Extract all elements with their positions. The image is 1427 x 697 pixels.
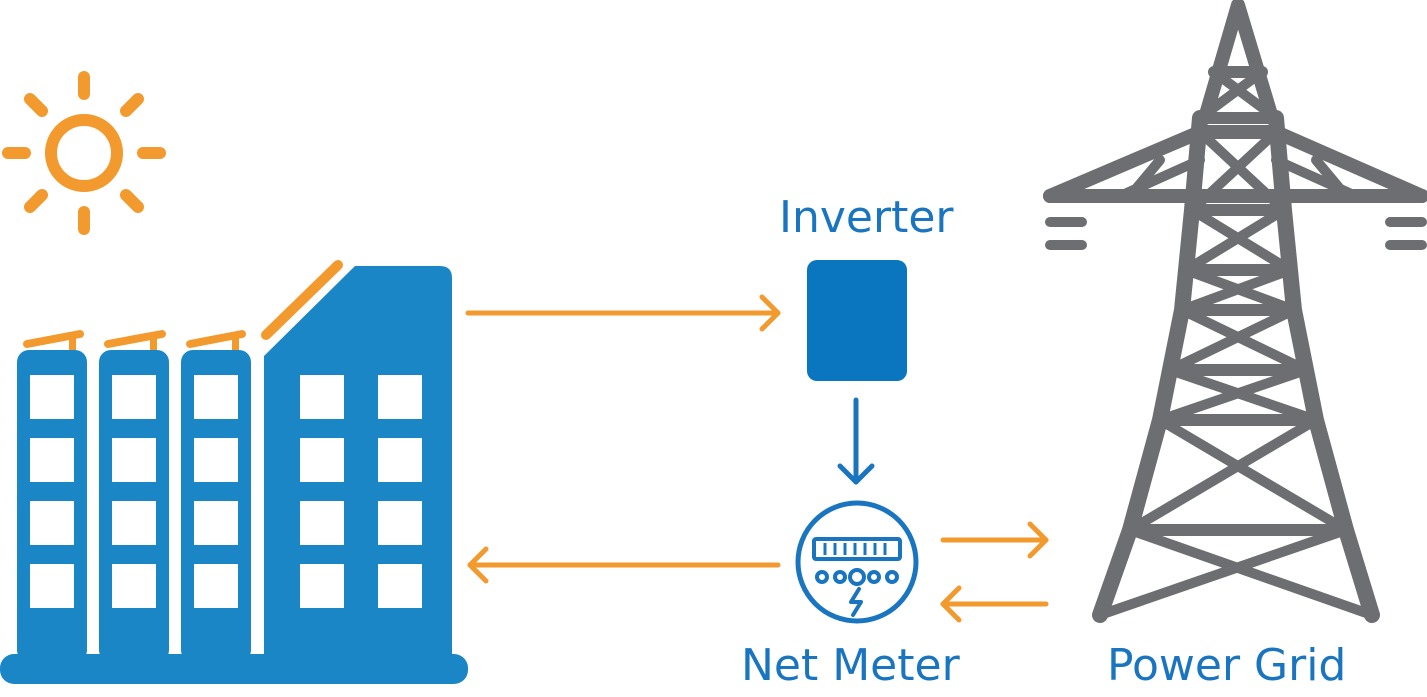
- electric-meter-icon: [795, 500, 919, 624]
- solar-panels: [23, 260, 343, 352]
- inverter-box-icon: [807, 260, 907, 381]
- arrow-meter-to-building: [467, 546, 781, 584]
- arrow-grid-to-meter: [940, 585, 1049, 623]
- inverter-label: Inverter: [779, 192, 954, 243]
- transmission-tower-icon: [1043, 0, 1427, 623]
- arrow-inverter-to-meter: [837, 397, 875, 485]
- power-grid-label: Power Grid: [1107, 640, 1347, 691]
- arrow-building-to-inverter: [465, 294, 781, 332]
- net-meter-label: Net Meter: [741, 640, 960, 691]
- sun-icon: [2, 71, 166, 235]
- arrow-meter-to-grid: [940, 521, 1049, 559]
- building-icon: [0, 260, 468, 684]
